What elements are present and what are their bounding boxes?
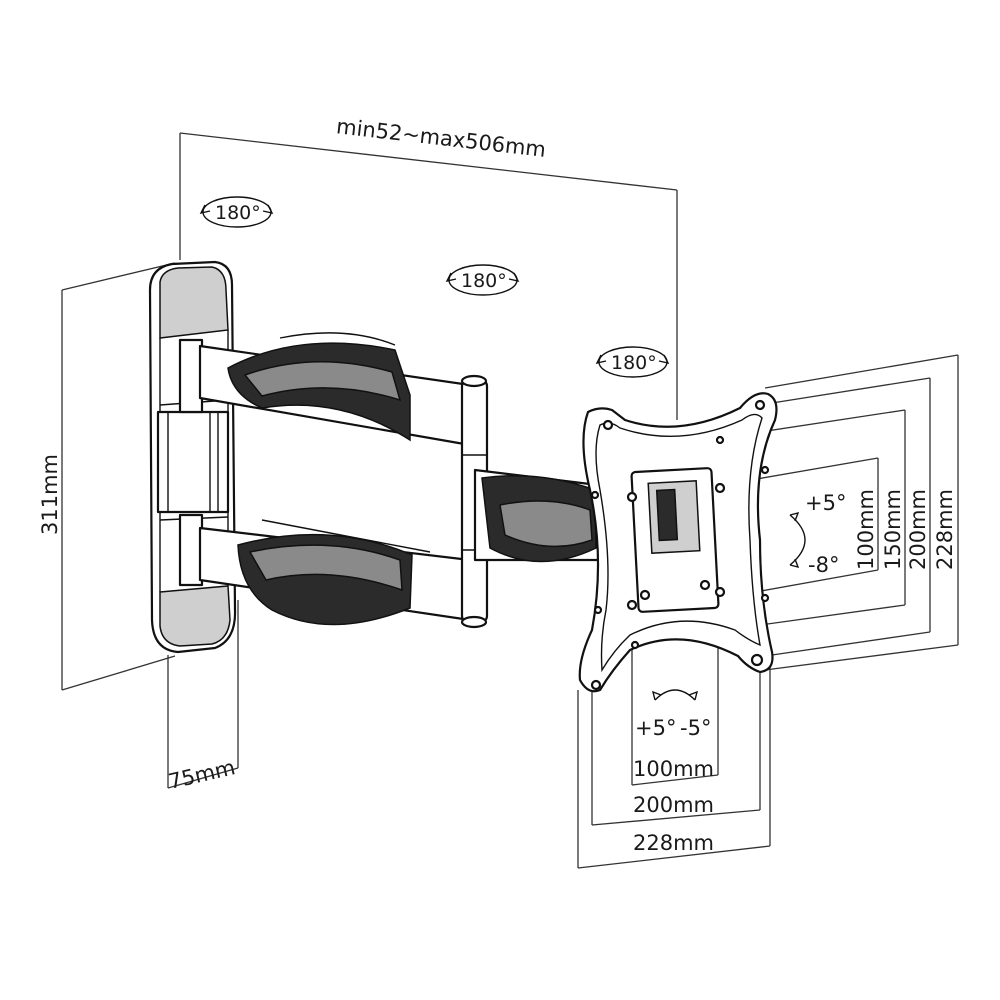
tilt-arrow <box>789 511 806 569</box>
wall-plate <box>148 260 237 654</box>
vesa-h-100-label: 100mm <box>633 757 714 781</box>
rotation-label-1: 180° <box>215 202 261 224</box>
vesa-v-200-label: 200mm <box>906 489 930 570</box>
width-label: 75mm <box>166 755 237 794</box>
vesa-v-100-label: 100mm <box>854 489 878 570</box>
upper-arm <box>198 332 472 447</box>
height-label: 311mm <box>38 454 62 535</box>
tilt-down-label: -8° <box>808 553 839 577</box>
vesa-plate <box>578 392 778 693</box>
vesa-h-228-label: 228mm <box>633 831 714 855</box>
vesa-h-200-label: 200mm <box>633 793 714 817</box>
swivel-plus-label: +5° <box>635 716 676 740</box>
rotation-label-2: 180° <box>461 270 507 292</box>
rotation-arrow-1 <box>199 196 274 228</box>
lower-arm <box>198 519 472 626</box>
rotation-arrow-3 <box>595 346 670 378</box>
swivel-minus-label: -5° <box>680 716 711 740</box>
forearm <box>473 468 602 563</box>
vesa-v-228-label: 228mm <box>933 489 957 570</box>
swivel-arrow <box>651 689 699 701</box>
rotation-label-3: 180° <box>611 352 657 374</box>
vesa-v-150-label: 150mm <box>881 489 905 570</box>
rotation-arrow-2 <box>445 264 520 296</box>
tilt-up-label: +5° <box>805 491 846 515</box>
dimension-lines <box>61 132 959 869</box>
